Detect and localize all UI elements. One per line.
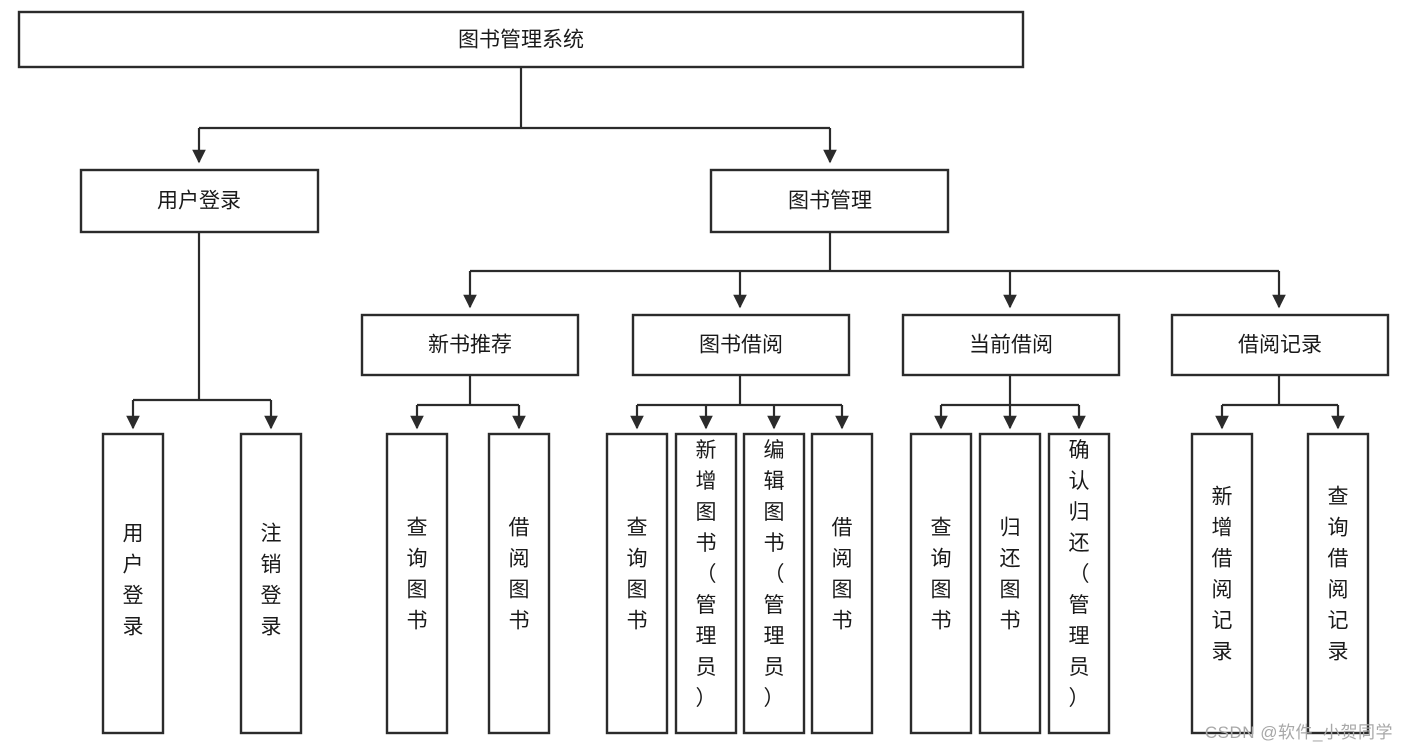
leaf-current-borrow-query-book[interactable] xyxy=(909,432,973,735)
connector-root-to-level2 xyxy=(192,67,837,164)
leaf-new-book-borrow-book-label: 借阅图书 xyxy=(509,517,530,633)
node-new-book-recommend[interactable]: 新书推荐 xyxy=(360,313,580,377)
leaf-book-borrow-query-book[interactable] xyxy=(605,432,669,735)
connector-new-book-to-leaves xyxy=(410,375,526,430)
leaf-book-borrow-add-book-label: 新增图书（管理员） xyxy=(696,439,717,710)
leaf-book-borrow-borrow-book[interactable] xyxy=(810,432,874,735)
node-book-borrow-label: 图书借阅 xyxy=(699,334,783,357)
node-root-label: 图书管理系统 xyxy=(458,29,584,52)
leaf-borrow-record-add-record[interactable] xyxy=(1190,432,1254,735)
leaf-user-login-do-login[interactable] xyxy=(101,432,165,735)
connector-book-mgmt-to-level3 xyxy=(463,232,1286,309)
node-current-borrow[interactable]: 当前借阅 xyxy=(901,313,1121,377)
leaf-new-book-borrow-book[interactable] xyxy=(487,432,551,735)
leaf-current-borrow-return-book[interactable] xyxy=(978,432,1042,735)
node-new-book-recommend-label: 新书推荐 xyxy=(428,334,512,357)
connector-current-borrow-to-leaves xyxy=(934,375,1086,430)
leaf-book-borrow-add-book[interactable] xyxy=(674,432,738,735)
leaf-borrow-record-query-record[interactable] xyxy=(1306,432,1370,735)
leaf-current-borrow-confirm-return[interactable] xyxy=(1047,432,1111,735)
leaf-current-borrow-query-book-label: 查询图书 xyxy=(931,517,952,633)
leaf-user-login-logout-label: 注销登录 xyxy=(261,523,282,639)
connector-user-login-to-leaves xyxy=(126,232,278,430)
leaf-new-book-query-book-label: 查询图书 xyxy=(407,517,428,633)
leaf-book-borrow-edit-book[interactable] xyxy=(742,432,806,735)
node-borrow-record-label: 借阅记录 xyxy=(1238,334,1322,357)
leaf-borrow-record-add-record-label: 新增借阅记录 xyxy=(1212,486,1233,664)
connector-borrow-record-to-leaves xyxy=(1215,375,1345,430)
leaf-new-book-query-book[interactable] xyxy=(385,432,449,735)
leaf-user-login-logout[interactable] xyxy=(239,432,303,735)
connector-book-borrow-to-leaves xyxy=(630,375,849,430)
node-borrow-record[interactable]: 借阅记录 xyxy=(1170,313,1390,377)
node-user-login[interactable]: 用户登录 xyxy=(79,168,320,234)
node-user-login-label: 用户登录 xyxy=(157,190,241,213)
leaf-book-borrow-edit-book-label: 编辑图书（管理员） xyxy=(764,439,785,710)
leaf-user-login-do-login-label: 用户登录 xyxy=(123,523,144,639)
node-book-management[interactable]: 图书管理 xyxy=(709,168,950,234)
leaf-book-borrow-borrow-book-label: 借阅图书 xyxy=(832,517,853,633)
leaf-current-borrow-confirm-return-label: 确认归还（管理员） xyxy=(1069,439,1090,710)
leaf-borrow-record-query-record-label: 查询借阅记录 xyxy=(1328,486,1349,664)
node-book-borrow[interactable]: 图书借阅 xyxy=(631,313,851,377)
leaf-current-borrow-return-book-label: 归还图书 xyxy=(1000,517,1021,633)
leaf-book-borrow-query-book-label: 查询图书 xyxy=(627,517,648,633)
node-root-book-management-system[interactable]: 图书管理系统 xyxy=(17,10,1025,69)
node-book-management-label: 图书管理 xyxy=(788,190,872,213)
node-current-borrow-label: 当前借阅 xyxy=(969,334,1053,357)
